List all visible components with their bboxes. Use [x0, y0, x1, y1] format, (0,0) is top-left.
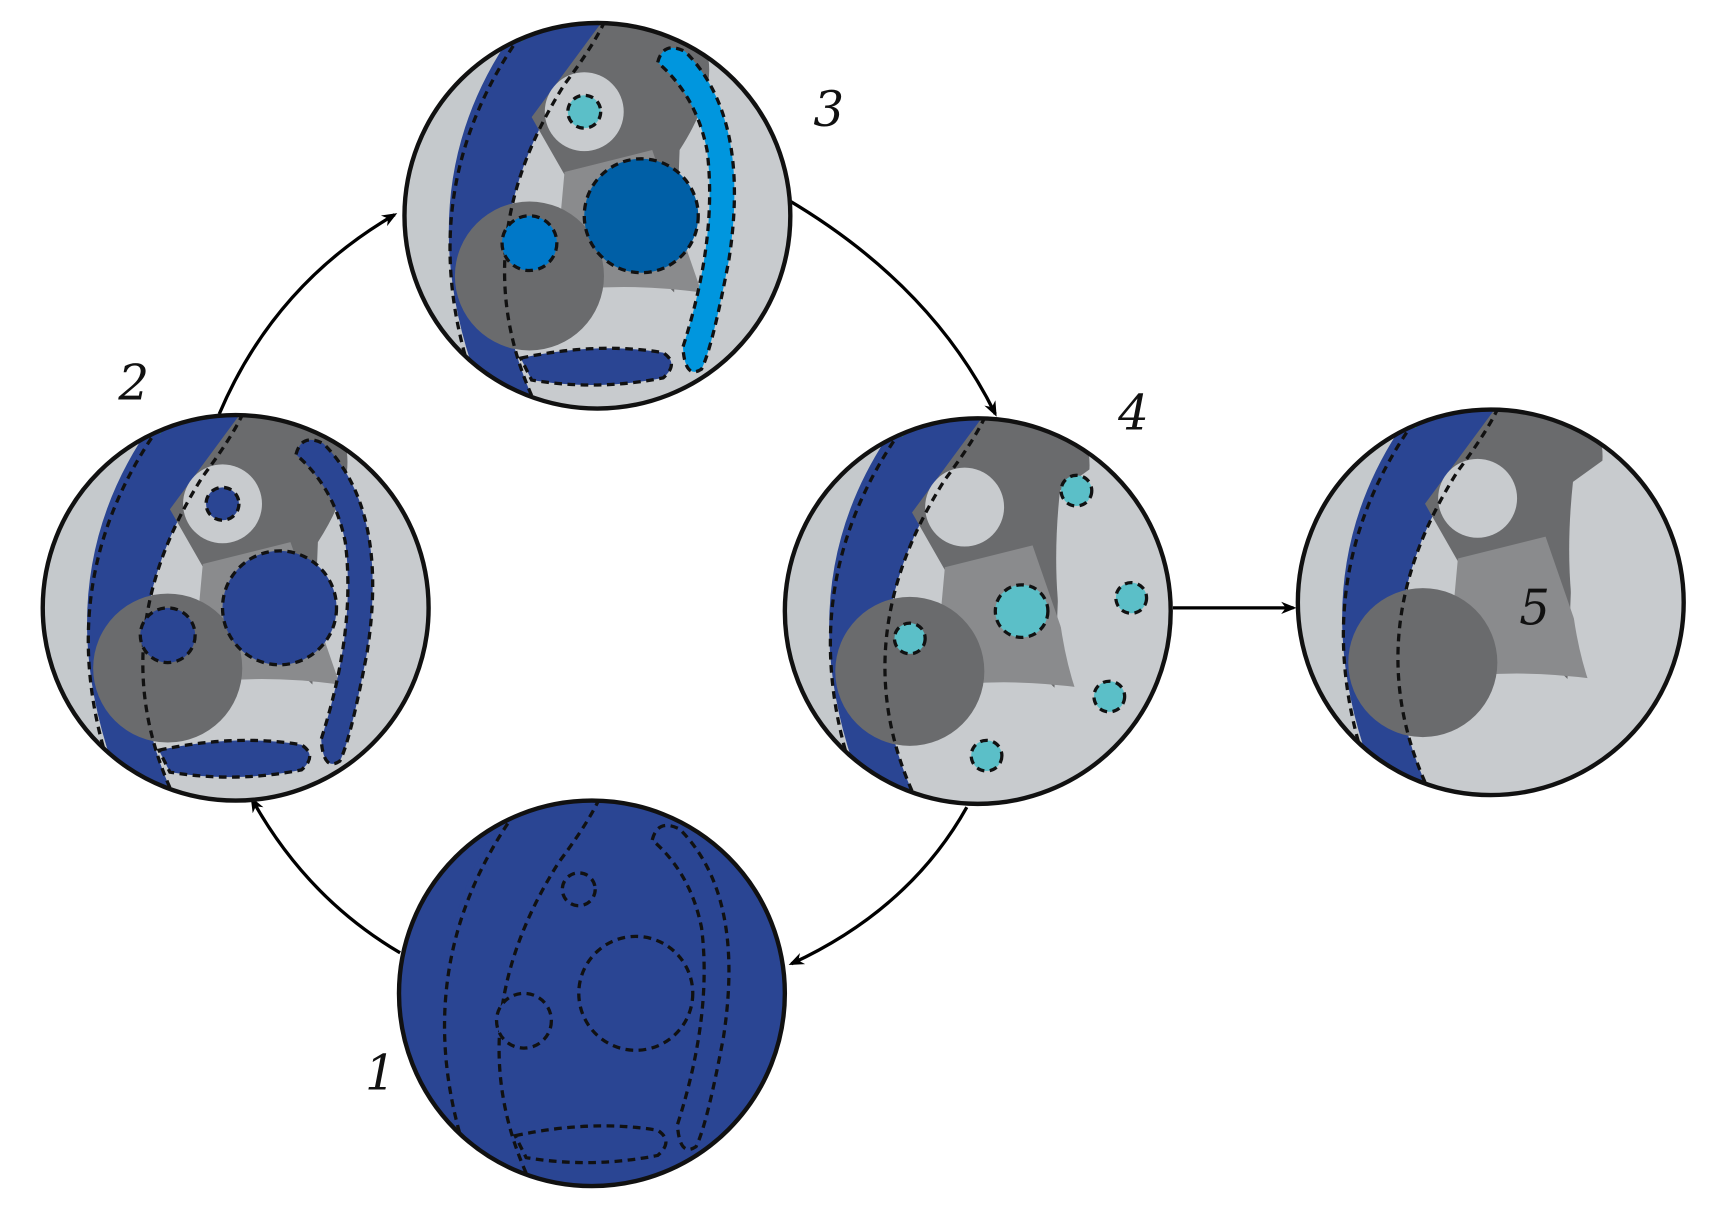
crescent-outer-line	[828, 429, 903, 754]
light-vacuole	[925, 467, 1005, 547]
nucleus-shadow	[1348, 588, 1498, 738]
cell-outline	[396, 798, 788, 1189]
crescent-inner-line	[141, 415, 249, 801]
cell-interior	[784, 418, 1171, 804]
cell-interior	[399, 800, 785, 1187]
bottom-vesicle	[518, 346, 674, 387]
cell-stage-1	[396, 798, 788, 1189]
bottom-vesicle	[156, 738, 312, 779]
large-vesicle	[577, 934, 695, 1052]
small-vesicle	[566, 93, 603, 130]
cell-outline	[40, 412, 431, 803]
large-vesicle	[582, 157, 700, 275]
cell-interior	[42, 415, 429, 801]
medium-vesicle	[494, 991, 554, 1050]
small-vesicle	[204, 485, 241, 522]
arrow-4-to-1	[788, 806, 969, 966]
crescent-outer-line	[448, 34, 523, 359]
cyan-dot	[1092, 679, 1127, 714]
arrow-3-to-4	[786, 197, 997, 417]
stage-label-5: 5	[1519, 580, 1550, 636]
side-vesicle	[655, 46, 737, 374]
side-vesicle	[650, 823, 731, 1152]
cell-interior	[404, 22, 791, 409]
crescent-inner-line	[883, 418, 991, 804]
arrow-2-to-3	[217, 213, 398, 415]
stage-label-1: 1	[365, 1046, 396, 1102]
crescent-outer-line	[86, 426, 161, 751]
cyan-dot	[1059, 473, 1094, 508]
cell-outline	[782, 416, 1173, 807]
cyan-dot	[1114, 581, 1149, 615]
crescent-inner-line	[1396, 409, 1504, 795]
arrow-1-to-2	[250, 796, 401, 955]
bottom-vesicle	[512, 1124, 668, 1165]
light-vacuole	[1438, 458, 1518, 538]
crescent-inner-line	[502, 22, 610, 409]
cells	[40, 20, 1686, 1189]
nucleus-shadow	[93, 593, 243, 743]
cell-outline	[402, 20, 793, 411]
large-vesicle	[993, 583, 1050, 640]
stage-label-4: 4	[1117, 385, 1149, 441]
small-vesicle	[560, 871, 597, 908]
stage-label-3: 3	[813, 82, 844, 138]
crescent-inner-line	[497, 800, 605, 1186]
left-crescent	[443, 800, 603, 1187]
medium-vesicle	[138, 606, 197, 665]
cell-stage-2	[40, 412, 431, 803]
transition-arrows	[217, 197, 1297, 966]
cyan-dot	[969, 738, 1004, 773]
cell-stage-3	[402, 20, 793, 411]
stage-labels: 1 2 3 4 5	[117, 82, 1550, 1102]
nucleus-shadow	[454, 201, 604, 351]
cell-interior	[1297, 409, 1684, 796]
cell-stage-4	[782, 416, 1173, 807]
stage-label-2: 2	[117, 356, 149, 412]
cell-outline	[1295, 407, 1686, 798]
crescent-outer-line	[442, 811, 517, 1137]
medium-vesicle	[892, 621, 927, 656]
large-vesicle	[220, 549, 339, 667]
crescent-outer-line	[1341, 420, 1416, 746]
nucleus-shadow	[835, 596, 985, 746]
cell-stage-5	[1295, 407, 1686, 798]
side-vesicle	[294, 438, 375, 766]
medium-vesicle	[500, 214, 559, 273]
